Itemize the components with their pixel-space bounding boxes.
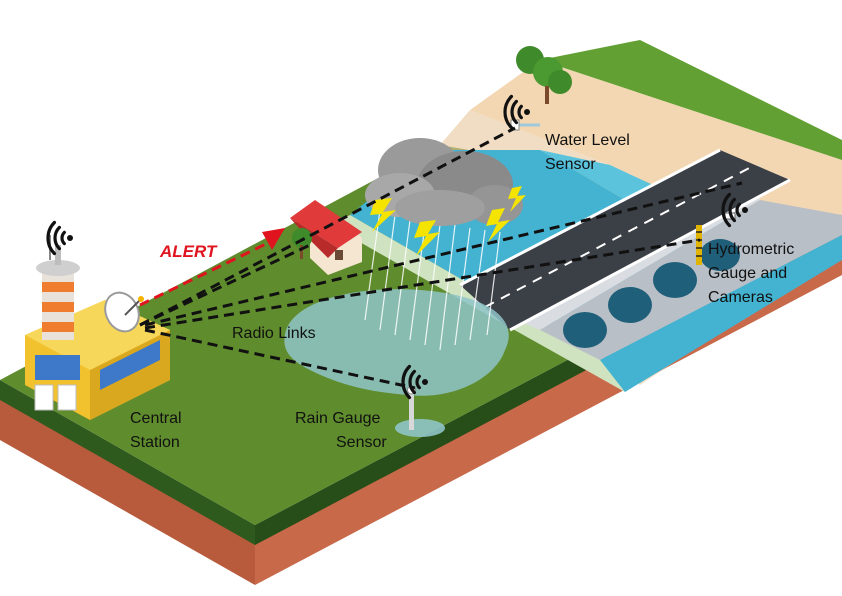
water-level-sensor-label-line1: Water Level — [545, 132, 630, 149]
alert-arrow-icon — [262, 228, 285, 250]
water-level-sensor-label-line2: Sensor — [545, 156, 596, 173]
hydrometric-gauge-label-line2: Gauge and — [708, 265, 787, 282]
wifi-signal-icon — [46, 220, 73, 256]
flood-pond — [284, 289, 509, 437]
tree-icon — [516, 46, 572, 104]
wifi-signal-icon — [503, 94, 530, 130]
lightning-icon — [370, 186, 526, 256]
satellite-dish-icon — [104, 291, 144, 333]
rain-gauge-sensor-label-line1: Rain Gauge — [295, 410, 380, 427]
central-station-label-line1: Central — [130, 410, 182, 427]
rain — [364, 209, 501, 351]
rain-gauge-sensor-label-line2: Sensor — [336, 434, 387, 451]
radio-links — [139, 126, 743, 390]
wifi-signal-icon — [721, 192, 748, 228]
bridge-icon — [459, 148, 842, 392]
wifi-signal-icon — [401, 364, 428, 400]
central-station-building — [25, 235, 170, 420]
hydrometric-gauge-label-line3: Cameras — [708, 289, 773, 306]
radio-links-label: Radio Links — [232, 325, 316, 342]
central-station-label-line2: Station — [130, 434, 180, 451]
house-icon — [290, 200, 362, 275]
hydrometric-gauge-label-line1: Hydrometric — [708, 241, 794, 258]
alert-label: ALERT — [159, 242, 218, 261]
